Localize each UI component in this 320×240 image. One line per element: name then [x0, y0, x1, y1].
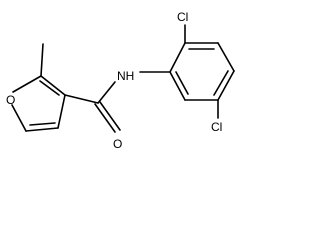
- bond-ar-c1-c2: [169, 42, 186, 73]
- bond-ar-c3-c4: [217, 42, 235, 72]
- structure-diagram: O O NH Cl Cl: [6, 10, 235, 151]
- bond-c3-carbonyl: [64, 94, 99, 104]
- bond-c5-c4: [25, 127, 59, 132]
- atom-label-amide-nitrogen: NH: [117, 69, 134, 83]
- bond-carbonyl-o-right: [99, 101, 121, 131]
- bond-ar-c4-c5-inner: [213, 70, 229, 96]
- bond-ar-c6-c1: [169, 71, 186, 101]
- atom-label-ring-oxygen: O: [6, 93, 15, 107]
- bond-ring-o-c5: [11, 104, 27, 132]
- atom-label-chlorine-5: Cl: [211, 120, 222, 134]
- bond-c5-c4-inner: [29, 122, 56, 126]
- bond-carbonyl-o-left: [94, 103, 116, 133]
- bond-c3-c2-inner: [39, 80, 60, 96]
- bond-carbonyl-n: [97, 81, 116, 104]
- atom-label-chlorine-2: Cl: [177, 10, 188, 24]
- atom-label-carbonyl-oxygen: O: [113, 137, 122, 151]
- bond-ar-c4-c5: [217, 70, 235, 101]
- bond-c2-methyl: [40, 43, 44, 77]
- bond-c3-c2: [40, 75, 66, 96]
- bond-c4-c3: [57, 94, 66, 129]
- bond-ar-c6-c1-inner: [175, 71, 189, 95]
- bond-c2-ring-o: [12, 75, 42, 93]
